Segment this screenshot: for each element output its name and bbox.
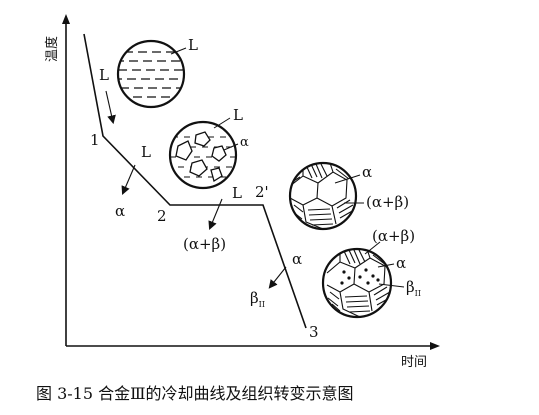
circle-2-L-label: L — [233, 106, 243, 124]
microstructure-circle-final: (α+β) α βII — [321, 227, 421, 319]
point-2-label: 2 — [157, 207, 167, 225]
circle-4-alpha-beta-label: (α+β) — [372, 227, 415, 245]
y-axis-arrow-icon — [62, 14, 70, 24]
stage-beta-II-main: β — [250, 289, 259, 307]
x-axis-label: 时间 — [401, 355, 427, 370]
circle-1-L-label: L — [188, 36, 198, 54]
circle-2-alpha-label: α — [240, 135, 249, 150]
stage-L-flat: L — [232, 184, 242, 202]
point-3-label: 3 — [309, 323, 319, 341]
stage-beta-II: βII — [250, 289, 265, 309]
arrow-flat-icon — [208, 198, 223, 231]
microstructure-circle-L-alpha: L α — [168, 106, 249, 190]
stage-beta-II-sub: II — [259, 300, 265, 309]
cooling-curve — [83, 33, 307, 329]
stage-L-mid: L — [141, 143, 151, 161]
stage-alpha-left: α — [115, 202, 125, 220]
microstructure-circle-alpha-eutectic: α (α+β) — [288, 161, 409, 231]
y-axis-label: 温度 — [44, 36, 60, 62]
x-axis-arrow-icon — [430, 342, 440, 350]
figure-caption: 图 3-15 合金Ⅲ的冷却曲线及组织转变示意图 — [36, 384, 354, 403]
arrow-L-top-icon — [105, 90, 116, 125]
circle-4-beta-main: β — [406, 278, 415, 296]
circle-4-beta-sub: II — [415, 289, 421, 298]
circle-4-alpha-label: α — [396, 254, 406, 272]
stage-alpha-right: α — [292, 250, 302, 268]
stage-L-top: L — [99, 66, 109, 84]
microstructure-circle-liquid: L — [116, 36, 198, 109]
circle-3-alpha-label: α — [362, 163, 372, 181]
axes: 温度 时间 — [44, 14, 440, 370]
arrow-mid-icon — [121, 164, 136, 196]
stage-alpha-beta-flat: (α+β) — [183, 235, 226, 253]
point-2prime-label: 2' — [255, 183, 269, 201]
circle-3-alpha-beta-label: (α+β) — [366, 193, 409, 211]
point-1-label: 1 — [90, 131, 100, 149]
arrow-right-icon — [268, 266, 287, 289]
circle-4-beta-label: βII — [406, 278, 421, 298]
